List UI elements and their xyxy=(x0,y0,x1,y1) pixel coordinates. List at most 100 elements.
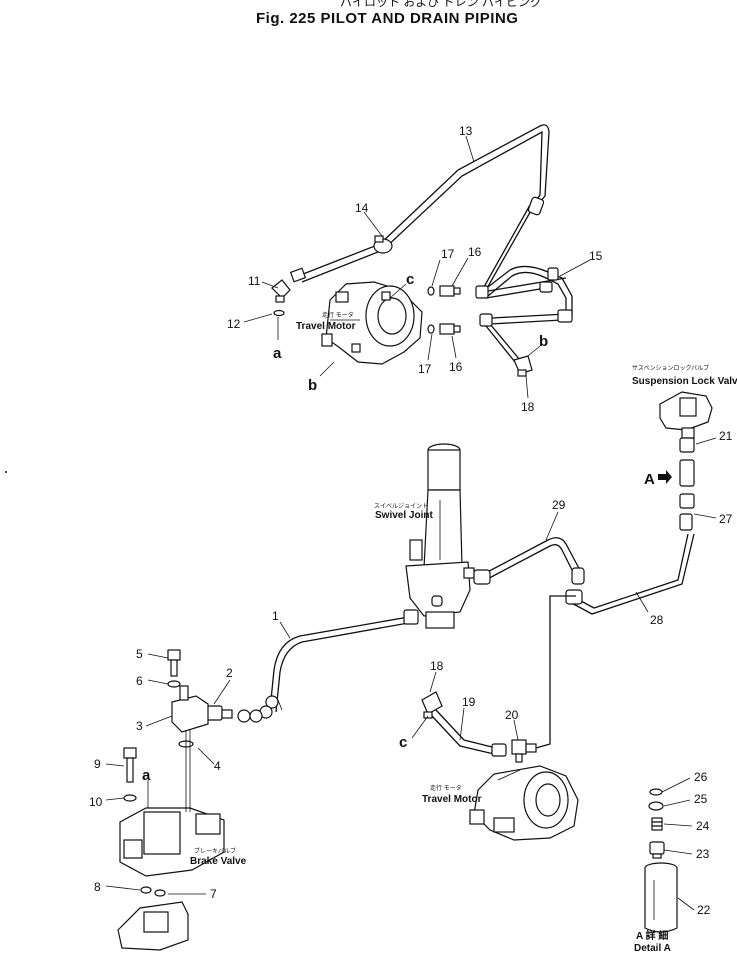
connector-letter-b: b xyxy=(308,377,317,394)
part-number: 13 xyxy=(459,124,473,138)
travel-motor-upper-jp: 走行 モータ xyxy=(322,311,354,319)
part-number: 19 xyxy=(462,695,476,709)
washer-6 xyxy=(167,680,181,688)
part-number: 29 xyxy=(552,498,566,512)
detail-a-caption: Detail A xyxy=(634,943,671,954)
part-number: 22 xyxy=(697,903,711,917)
suspension-valve-jp: サスペンションロックバルブ xyxy=(632,364,709,372)
connector-letter-b: b xyxy=(539,333,548,350)
part-number: 14 xyxy=(355,201,369,215)
pipe-28-nut xyxy=(565,589,583,605)
pipe-29 xyxy=(475,537,583,585)
bolt-5 xyxy=(167,649,181,677)
travel-motor-lower xyxy=(469,765,579,841)
connector-letter-a: a xyxy=(273,345,282,362)
connector-letters: a a b b c c xyxy=(142,271,548,784)
swivel-joint-label: Swivel Joint xyxy=(375,510,433,521)
adapter-16-lower xyxy=(439,323,461,335)
connector-letter-c: c xyxy=(399,734,407,751)
part-number: 25 xyxy=(694,792,708,806)
pipe-15-nut-d xyxy=(475,285,489,299)
travel-motor-upper xyxy=(321,281,423,365)
travel-motor-lower-label: Travel Motor xyxy=(422,794,482,805)
block-3 xyxy=(171,685,209,733)
o-ring-7 xyxy=(154,889,166,897)
o-ring-17-upper xyxy=(427,286,435,296)
pipe-19 xyxy=(431,709,497,755)
o-ring-17-lower xyxy=(427,324,435,334)
suspension-valve-label: Suspension Lock Valve xyxy=(632,376,737,387)
pipe-13 xyxy=(297,124,550,295)
scan-mark xyxy=(5,471,7,473)
part-number: 26 xyxy=(694,770,708,784)
part-number: 9 xyxy=(94,757,101,771)
swivel-joint xyxy=(405,443,475,629)
part-number: 12 xyxy=(227,317,241,331)
hose-1 xyxy=(269,615,415,713)
part-25 xyxy=(648,801,664,811)
connector-letter-a: a xyxy=(142,767,151,784)
tee-18-upper xyxy=(513,355,533,377)
washer-10 xyxy=(123,794,137,802)
part-number: 6 xyxy=(136,674,143,688)
part-number: 18 xyxy=(521,400,535,414)
housing-22 xyxy=(644,862,678,933)
part-number: 18 xyxy=(430,659,444,673)
pipe-28 xyxy=(565,533,695,615)
valve-base xyxy=(117,901,189,951)
leader-lines xyxy=(105,135,717,911)
swivel-joint-jp: スイベルジョイント xyxy=(374,503,428,510)
pipe-29-nut-b xyxy=(571,567,585,585)
adapter-16-upper xyxy=(439,285,461,297)
pipe-13-nut xyxy=(527,196,545,216)
part-number: 17 xyxy=(441,247,455,261)
pipe-15-nut-a xyxy=(539,281,553,293)
travel-motor-upper-label: Travel Motor xyxy=(296,321,356,332)
bolt-9 xyxy=(123,747,137,783)
part-number: 16 xyxy=(468,245,482,259)
part-number: 17 xyxy=(418,362,432,376)
connector-21 xyxy=(679,437,695,453)
part-number: 28 xyxy=(650,613,664,627)
o-ring-12 xyxy=(273,309,285,317)
part-number: 8 xyxy=(94,880,101,894)
part-number: 4 xyxy=(214,759,221,773)
part-number: 10 xyxy=(89,795,103,809)
elbow-11 xyxy=(271,267,307,303)
pipe-19-nut xyxy=(491,743,507,757)
part-number: 20 xyxy=(505,708,519,722)
part-number: 15 xyxy=(589,249,603,263)
pipe-15-nut-e xyxy=(479,313,493,327)
part-number: 11 xyxy=(248,274,261,288)
detail-a-caption-jp: A 詳 細 xyxy=(636,929,668,942)
figure-subtitle-jp: パイロット および ドレン パイピング xyxy=(340,0,542,9)
hose-1-bend xyxy=(237,695,279,723)
part-26 xyxy=(649,788,663,796)
part-number: 23 xyxy=(696,847,710,861)
clamp-14 xyxy=(373,235,393,254)
travel-motor-lower-jp: 走行 モータ xyxy=(430,784,462,792)
part-number: 24 xyxy=(696,819,710,833)
part-number: 3 xyxy=(136,719,143,733)
connector-letter-c: c xyxy=(406,271,414,288)
detail-a-body xyxy=(679,459,695,487)
connector-27-top xyxy=(679,493,695,509)
figure-title: Fig. 225 PILOT AND DRAIN PIPING xyxy=(256,10,518,27)
part-23 xyxy=(649,841,665,859)
part-number: 16 xyxy=(449,360,463,374)
part-number: 7 xyxy=(210,887,217,901)
part-number: 1 xyxy=(272,609,279,623)
drain-line xyxy=(535,595,576,749)
part-number: 27 xyxy=(719,512,733,526)
elbow-2 xyxy=(205,705,233,721)
o-ring-8 xyxy=(140,886,152,894)
part-number: 21 xyxy=(719,429,733,443)
connector-27 xyxy=(679,513,693,531)
brake-valve-label: Brake Valve xyxy=(190,856,247,867)
hose-1-nut-top xyxy=(403,609,419,625)
spring-24 xyxy=(651,817,663,831)
pipe-29-nut-a xyxy=(473,569,491,585)
part-number: 2 xyxy=(226,666,233,680)
connector-20 xyxy=(511,739,537,763)
